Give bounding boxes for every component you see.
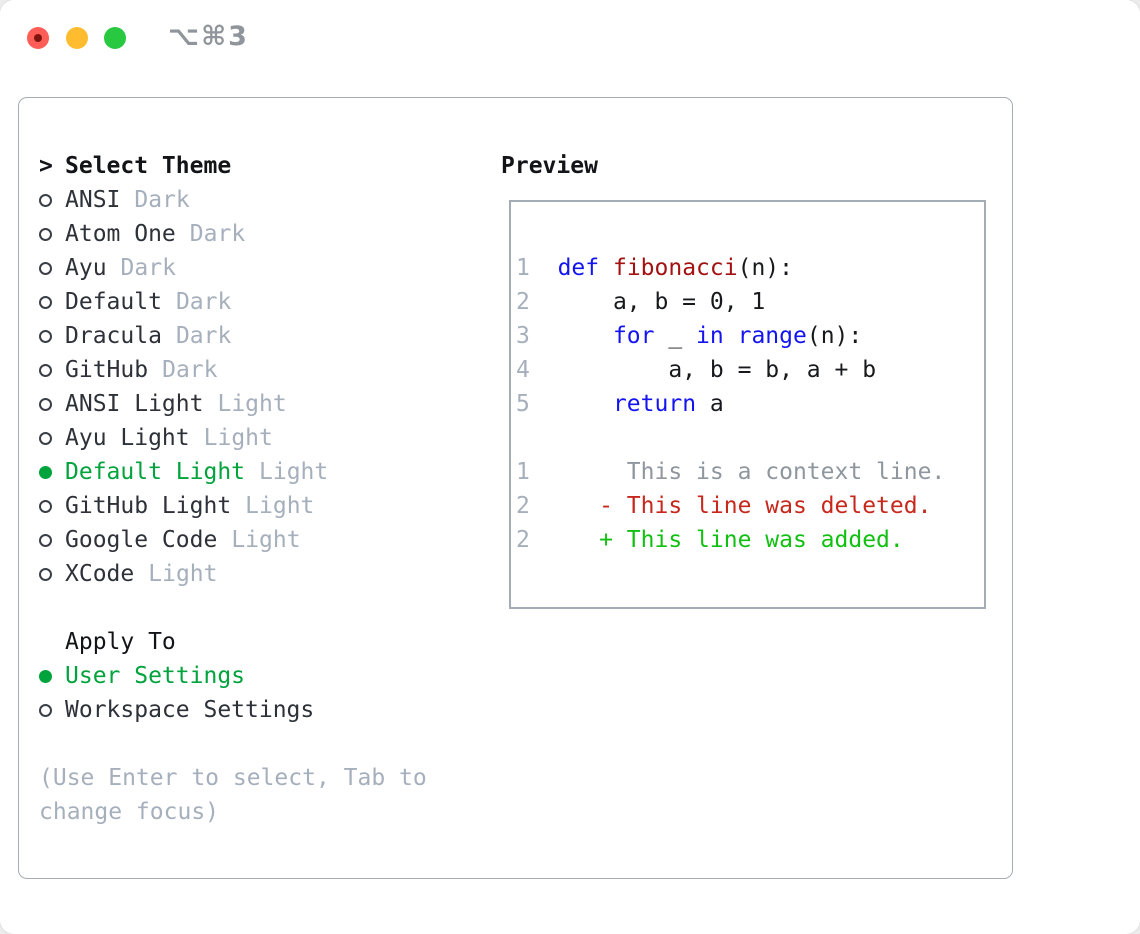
modified-dot-icon <box>34 34 42 42</box>
apply-option-0[interactable]: User Settings <box>39 659 427 693</box>
item-label: GitHub Light <box>65 493 232 519</box>
item-label: XCode <box>65 561 135 587</box>
window-title: ⌥⌘3 <box>168 21 249 52</box>
help-text-line2: change focus) <box>39 799 220 825</box>
radio-selected-icon <box>39 669 52 683</box>
item-variant-tag: Light <box>203 425 273 451</box>
radio-unselected-icon <box>39 397 52 411</box>
preview-line-6: 1 This is a context line. <box>516 459 946 485</box>
cursor-chevron-icon: > <box>39 153 53 179</box>
code-preview: 1 def fibonacci(n): 2 a, b = 0, 1 3 for _ … <box>511 202 984 557</box>
close-button[interactable] <box>27 27 49 49</box>
item-variant-tag: Dark <box>189 221 246 247</box>
titlebar: ⌥⌘3 <box>0 0 1140 97</box>
preview-line-3: 4 a, b = b, a + b <box>516 357 877 383</box>
radio-unselected-icon <box>39 363 52 377</box>
item-label: Workspace Settings <box>65 697 315 723</box>
radio-unselected-icon <box>39 567 52 581</box>
theme-item-9[interactable]: GitHub Light Light <box>39 489 427 523</box>
theme-item-0[interactable]: ANSI Dark <box>39 183 427 217</box>
item-variant-tag: Light <box>259 459 329 485</box>
preview-line-7: 2 - This line was deleted. <box>516 493 932 519</box>
apply-to-header: Apply To <box>39 625 427 659</box>
item-variant-tag: Dark <box>162 357 218 383</box>
theme-item-8[interactable]: Default Light Light <box>39 455 427 489</box>
item-variant-tag: Light <box>148 561 218 587</box>
item-label: Ayu <box>65 255 107 281</box>
item-label: User Settings <box>65 663 246 689</box>
preview-line-4: 5 return a <box>516 391 724 417</box>
item-variant-tag: Dark <box>175 289 232 315</box>
section-gap <box>39 591 427 625</box>
select-theme-header: > Select Theme <box>39 149 427 183</box>
preview-pane: 1 def fibonacci(n): 2 a, b = 0, 1 3 for _ … <box>509 200 986 609</box>
item-variant-tag: Light <box>245 493 315 519</box>
theme-item-1[interactable]: Atom One Dark <box>39 217 427 251</box>
item-variant-tag: Light <box>217 391 287 417</box>
item-label: Dracula <box>65 323 162 349</box>
item-label: Ayu Light <box>65 425 190 451</box>
radio-unselected-icon <box>39 261 52 275</box>
item-variant-tag: Light <box>231 527 301 553</box>
select-theme-title: Select Theme <box>65 153 232 179</box>
theme-item-7[interactable]: Ayu Light Light <box>39 421 427 455</box>
radio-selected-icon <box>39 465 52 479</box>
theme-item-10[interactable]: Google Code Light <box>39 523 427 557</box>
apply-to-title: Apply To <box>65 629 176 655</box>
item-label: GitHub <box>65 357 149 383</box>
item-variant-tag: Dark <box>120 255 176 281</box>
radio-unselected-icon <box>39 329 52 343</box>
radio-unselected-icon <box>39 533 52 547</box>
item-label: ANSI <box>65 187 121 213</box>
theme-item-3[interactable]: Default Dark <box>39 285 427 319</box>
preview-blank-line <box>516 421 984 455</box>
preview-line-1: 2 a, b = 0, 1 <box>516 289 766 315</box>
preview-line-2: 3 for _ in range(n): <box>516 323 863 349</box>
section-gap <box>39 727 427 761</box>
minimize-button[interactable] <box>66 27 88 49</box>
help-text-line1: (Use Enter to select, Tab to <box>39 765 427 791</box>
preview-line-8: 2 + This line was added. <box>516 527 904 553</box>
theme-item-5[interactable]: GitHub Dark <box>39 353 427 387</box>
item-variant-tag: Dark <box>175 323 232 349</box>
radio-unselected-icon <box>39 227 52 241</box>
radio-unselected-icon <box>39 499 52 513</box>
preview-line-0: 1 def fibonacci(n): <box>516 255 793 281</box>
theme-item-2[interactable]: Ayu Dark <box>39 251 427 285</box>
item-label: Google Code <box>65 527 218 553</box>
zoom-button[interactable] <box>104 27 126 49</box>
theme-item-6[interactable]: ANSI Light Light <box>39 387 427 421</box>
theme-item-4[interactable]: Dracula Dark <box>39 319 427 353</box>
radio-unselected-icon <box>39 431 52 445</box>
radio-unselected-icon <box>39 295 52 309</box>
radio-unselected-icon <box>39 703 52 717</box>
item-label: Default Light <box>65 459 246 485</box>
theme-item-11[interactable]: XCode Light <box>39 557 427 591</box>
item-label: Default <box>65 289 162 315</box>
item-label: ANSI Light <box>65 391 204 417</box>
apply-option-1[interactable]: Workspace Settings <box>39 693 427 727</box>
preview-title: Preview <box>501 153 598 179</box>
item-label: Atom One <box>65 221 176 247</box>
radio-unselected-icon <box>39 193 52 207</box>
item-variant-tag: Dark <box>134 187 190 213</box>
